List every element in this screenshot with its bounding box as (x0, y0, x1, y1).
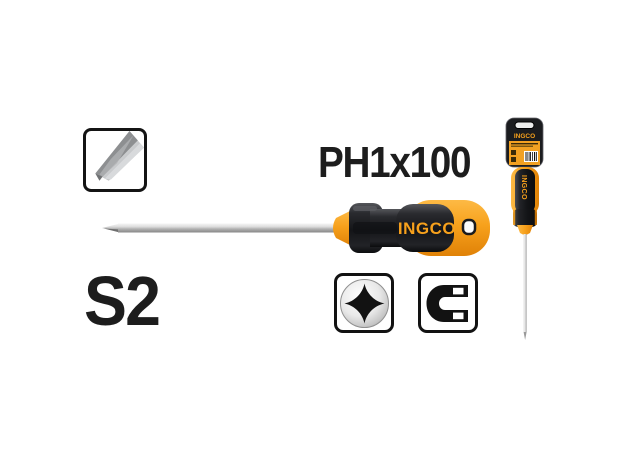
package-handle-collar (517, 225, 533, 235)
package-brand-vertical-text: INGCO (520, 175, 527, 200)
phillips-feature-box (334, 273, 394, 333)
package-shaft-tip (523, 332, 527, 340)
brand-logo-text: INGCO (398, 219, 456, 238)
screwdriver-shaft (102, 223, 336, 233)
package-screwdriver: INGCO (511, 167, 539, 340)
bit-closeup-frame (83, 128, 147, 192)
hang-hole (461, 218, 477, 236)
package-shaft (523, 234, 527, 332)
packaged-product-image: INGCO INGCO (505, 117, 544, 340)
phillips-bit-closeup-image (95, 131, 144, 181)
euro-slot-hole (514, 121, 535, 129)
handle-collar (333, 210, 352, 246)
screwdriver-handle: INGCO (333, 200, 490, 256)
barcode (524, 151, 538, 162)
phillips-screw-head-icon (339, 278, 389, 328)
package-handle-flange (513, 209, 537, 227)
steel-grade-label: S2 (84, 262, 161, 340)
hang-card: INGCO (505, 117, 544, 168)
magnet-feature-box (418, 273, 478, 333)
card-label (509, 141, 540, 165)
model-label: PH1x100 (318, 138, 472, 187)
magnet-icon (426, 284, 468, 322)
screwdriver-image: INGCO (102, 200, 490, 256)
card-brand-text: INGCO (514, 133, 535, 140)
